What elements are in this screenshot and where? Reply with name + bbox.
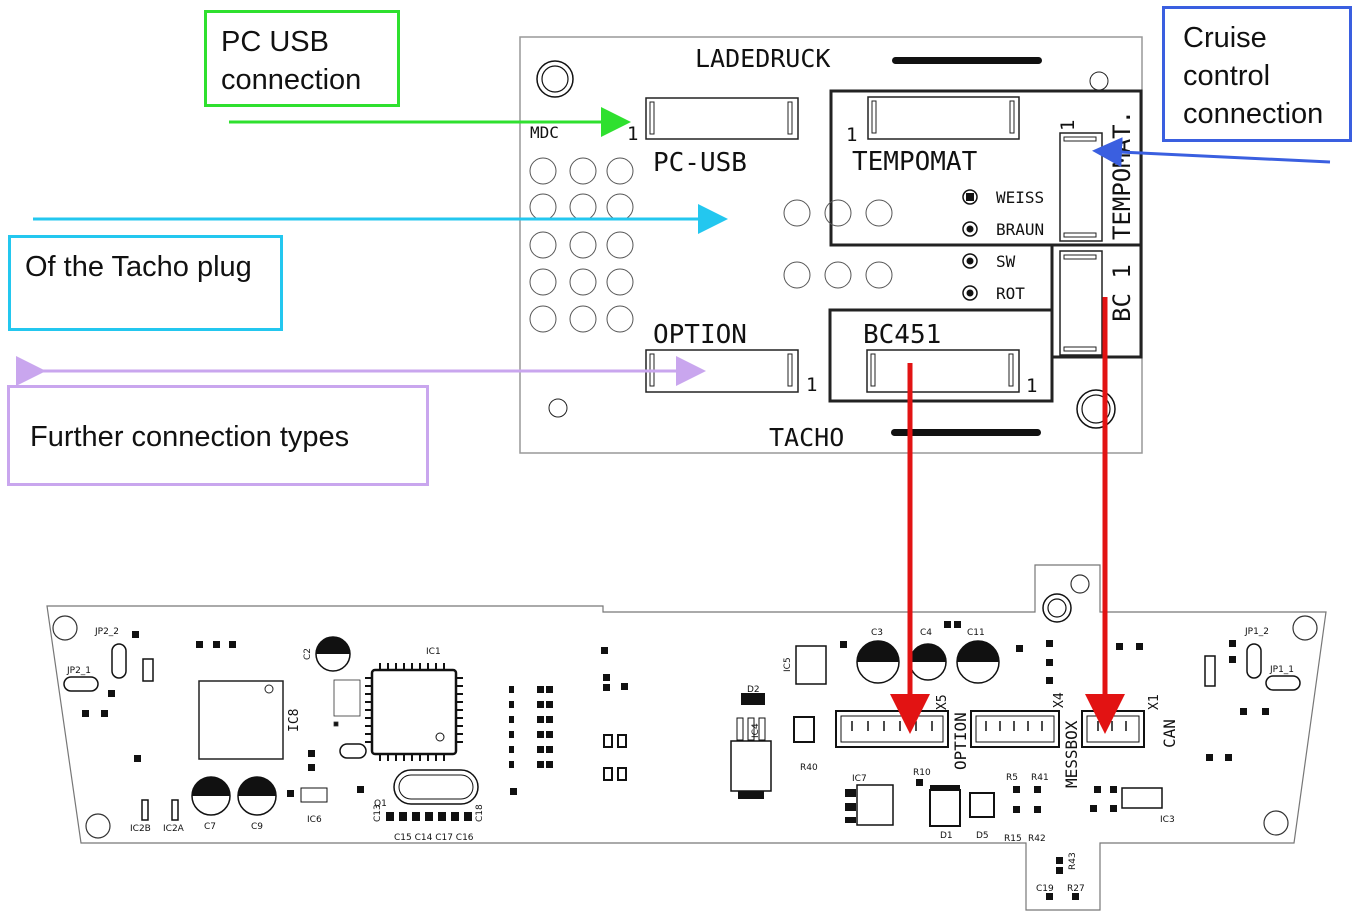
svg-text:X4: X4: [1052, 692, 1067, 708]
ic5-chip: [795, 645, 827, 685]
svg-text:C9: C9: [251, 822, 263, 832]
arrow-cruise-control: [1092, 137, 1331, 168]
svg-text:R10: R10: [913, 768, 931, 778]
svg-text:JP2_2: JP2_2: [94, 627, 119, 637]
label-messbox-connector: MESSBOX: [1062, 720, 1081, 788]
pc-usb-connector: [645, 97, 799, 140]
svg-text:D2: D2: [747, 685, 760, 695]
svg-text:1: 1: [846, 124, 857, 146]
svg-text:1: 1: [806, 374, 817, 396]
label-bc: BC 1: [1108, 264, 1136, 322]
mount-hole-icon: [548, 398, 568, 418]
svg-text:Q1: Q1: [374, 799, 387, 809]
bc-vertical-connector: [1059, 250, 1103, 356]
svg-text:X5: X5: [935, 694, 950, 710]
svg-text:IC4: IC4: [751, 723, 761, 738]
ic3-chip: [1121, 787, 1163, 809]
callout-pc-usb: PC USB connection: [204, 10, 400, 107]
svg-text:R41: R41: [1031, 773, 1049, 783]
svg-text:D1: D1: [940, 831, 953, 841]
label-ladedruck: LADEDRUCK: [695, 44, 830, 73]
svg-text:C7: C7: [204, 822, 216, 832]
ladedruck-pad: [892, 57, 1042, 64]
label-can-connector: CAN: [1160, 719, 1179, 748]
svg-text:1: 1: [1026, 375, 1037, 397]
label-bc451: BC451: [863, 320, 941, 350]
svg-text:JP1_1: JP1_1: [1269, 665, 1294, 675]
svg-text:JP2_1: JP2_1: [66, 666, 91, 676]
label-braun: BRAUN: [996, 220, 1044, 239]
label-tempomat-vertical: TEMPOMAT.: [1108, 110, 1136, 240]
svg-text:R15: R15: [1004, 834, 1022, 844]
svg-text:IC5: IC5: [783, 657, 793, 672]
ic7-chip: [856, 784, 894, 826]
label-weiss: WEISS: [996, 188, 1044, 207]
svg-text:IC7: IC7: [852, 774, 867, 784]
svg-text:1: 1: [1057, 120, 1079, 131]
q1-crystal: [393, 769, 479, 805]
svg-text:R27: R27: [1067, 884, 1085, 894]
tacho-pad: [891, 429, 1041, 436]
label-sw: SW: [996, 252, 1016, 271]
ic8-chip: [198, 680, 284, 760]
svg-text:D5: D5: [976, 831, 989, 841]
bc451-block: [828, 308, 1054, 403]
label-pc-usb: PC-USB: [653, 148, 747, 178]
svg-text:IC3: IC3: [1160, 815, 1175, 825]
svg-text:R42: R42: [1028, 834, 1046, 844]
bottom-board-outline: [46, 564, 1327, 911]
svg-text:X1: X1: [1147, 694, 1162, 710]
svg-text:C4: C4: [920, 628, 932, 638]
svg-text:C3: C3: [871, 628, 883, 638]
bc451-connector: [866, 349, 1020, 393]
svg-text:R43: R43: [1068, 852, 1078, 870]
wire-pads: WEISS BRAUN SW ROT: [962, 188, 1044, 303]
tempomat-connector: [867, 96, 1020, 140]
svg-text:IC1: IC1: [426, 647, 441, 657]
label-mdc: MDC: [530, 123, 559, 142]
callout-cruise-control: Cruise control connection: [1162, 6, 1352, 142]
ic1-chip: [370, 668, 458, 756]
svg-text:JP1_2: JP1_2: [1244, 627, 1269, 637]
mount-hole-icon: [1076, 389, 1116, 429]
callout-further-connections: Further connection types: [7, 385, 429, 486]
bc-block: [1050, 243, 1143, 359]
label-option-connector: OPTION: [951, 712, 970, 770]
svg-text:IC2B: IC2B: [130, 824, 151, 834]
svg-text:C2: C2: [303, 648, 313, 660]
svg-text:1: 1: [627, 123, 638, 145]
svg-text:C15 C14 C17 C16: C15 C14 C17 C16: [394, 833, 474, 843]
via-grid: [529, 157, 893, 333]
svg-text:C19: C19: [1036, 884, 1054, 894]
d1-diode: [929, 789, 961, 827]
label-tacho: TACHO: [769, 423, 844, 452]
bottom-board: IC8 C2 IC1 Q1 C13 C15 C14 C17 C16 C18: [46, 564, 1327, 911]
ic4-chip: [730, 740, 772, 792]
svg-text:IC6: IC6: [307, 815, 322, 825]
svg-text:C11: C11: [967, 628, 985, 638]
label-option: OPTION: [653, 320, 747, 350]
svg-text:R5: R5: [1006, 773, 1018, 783]
callout-tacho-plug: Of the Tacho plug: [8, 235, 283, 331]
tempomat-vertical-connector: [1059, 132, 1103, 242]
top-board: LADEDRUCK MDC 1 PC-USB 1 TEMPOMAT 1 TEMP…: [519, 36, 1143, 454]
svg-text:C18: C18: [475, 804, 485, 822]
mount-hole-icon: [536, 60, 574, 98]
label-tempomat: TEMPOMAT: [852, 147, 978, 177]
svg-text:IC2A: IC2A: [163, 824, 185, 834]
svg-text:R40: R40: [800, 763, 818, 773]
tempomat-block: [829, 89, 1143, 247]
svg-text:IC8: IC8: [287, 709, 302, 732]
svg-text:C13: C13: [373, 804, 383, 822]
label-rot: ROT: [996, 284, 1025, 303]
